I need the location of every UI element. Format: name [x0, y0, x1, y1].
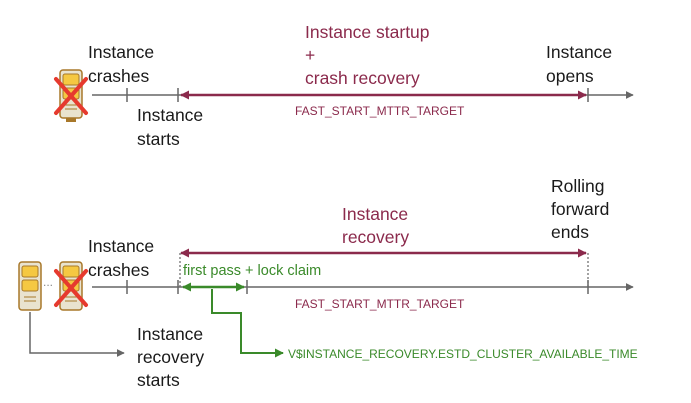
top-param-label: FAST_START_MTTR_TARGET [295, 104, 465, 118]
top-phase-label: Instance startup + crash recovery [305, 22, 434, 88]
recovery-start-connector [29, 312, 125, 357]
estd-cluster-available-time-label: V$INSTANCE_RECOVERY.ESTD_CLUSTER_AVAILAB… [288, 347, 638, 361]
top-timeline: Instance crashes Instance starts Instanc… [54, 22, 634, 149]
cluster-ellipsis: ... [43, 275, 53, 289]
first-pass-label: first pass + lock claim [183, 263, 321, 279]
bottom-timeline: ... Instance crashes Instance recovery s… [18, 176, 638, 390]
bottom-crashes-label: Instance crashes [88, 236, 159, 280]
bottom-phase-label: Instance recovery [342, 204, 413, 247]
bottom-param-label: FAST_START_MTTR_TARGET [295, 297, 465, 311]
surviving-instance-icon [18, 261, 42, 311]
estd-available-time-connector [211, 289, 284, 358]
top-opens-label: Instance opens [546, 42, 617, 86]
top-starts-label: Instance starts [137, 105, 208, 149]
top-crash-x-icon [54, 77, 88, 115]
top-crashes-label: Instance crashes [88, 42, 159, 86]
rolling-forward-ends-label: Rolling forward ends [551, 176, 614, 242]
bottom-recovery-starts-label: Instance recovery starts [137, 324, 209, 390]
bottom-crash-x-icon [54, 269, 88, 307]
